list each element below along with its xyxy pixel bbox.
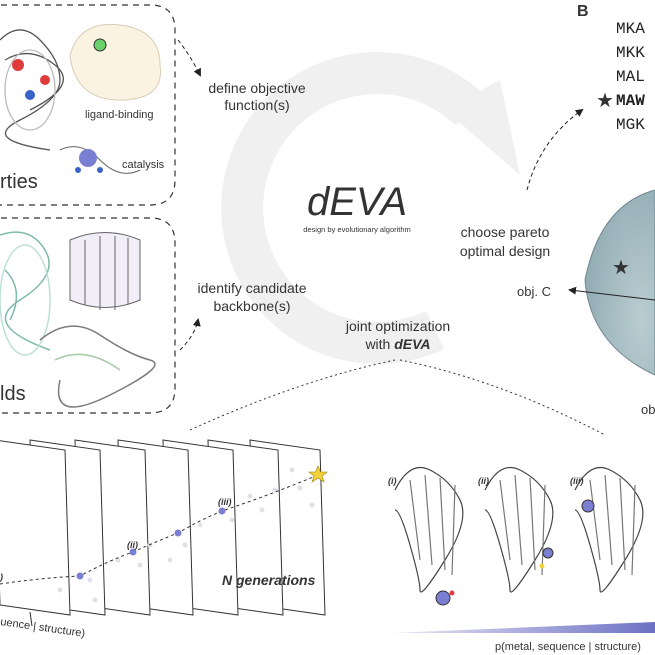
structure-iii: [574, 466, 644, 593]
identify-arrow: [179, 318, 201, 351]
sequence-4-selected: MAW: [616, 92, 645, 110]
identify-label-2: backbone(s): [213, 298, 290, 314]
generation-marker-ii: (ii): [127, 540, 138, 550]
center-title: dEVA: [307, 180, 407, 224]
define-label-2: function(s): [224, 97, 289, 113]
identify-label-1: identify candidate: [198, 280, 307, 296]
optimization-trajectory: [0, 474, 319, 585]
zoom-line-left: [189, 359, 396, 431]
ligand-site-red-2: [40, 75, 50, 85]
zoom-line-right: [399, 359, 606, 436]
sequence-2: MKK: [616, 44, 645, 62]
structure-ii-label: (ii): [478, 476, 489, 486]
define-label-1: define objective: [208, 80, 306, 96]
trajectory-points: [76, 507, 226, 580]
choose-arrow: [526, 108, 584, 191]
scaffold-ribbon-2: [39, 325, 156, 408]
n-generations-label: N generations: [222, 572, 316, 588]
choose-label-1: choose pareto: [461, 224, 550, 240]
ligand-site-red: [12, 59, 24, 71]
pareto-star-icon: ★: [612, 257, 630, 279]
residue-i: [449, 590, 455, 596]
scaffold-ribbon-1: [0, 231, 51, 356]
scaffold-barrel: [69, 232, 141, 310]
metal-site-ii: [542, 547, 554, 559]
obj-b-label: ob: [641, 402, 655, 417]
cycle-arrow: [221, 52, 520, 364]
structure-iii-label: (iii): [570, 476, 584, 486]
center-subtitle: design by evolutionary algorithm: [303, 225, 411, 234]
sequence-3: MAL: [616, 68, 645, 86]
obj-c-axis: [568, 286, 655, 301]
probability-wedge: [392, 622, 655, 633]
catalysis-site: [59, 146, 141, 174]
joint-label-1: joint optimization: [345, 318, 450, 334]
structure-ii: [484, 466, 554, 593]
residue-ii: [539, 563, 545, 569]
ligand-binding-label: ligand-binding: [85, 109, 154, 121]
best-design-star-icon: [308, 465, 328, 483]
properties-box: ligand-binding catalysis rties: [0, 4, 176, 206]
generation-stack: [0, 439, 326, 616]
structure-i: [394, 466, 464, 593]
scaffolds-title: lds: [0, 383, 26, 405]
ligand-site-blue: [25, 90, 35, 100]
probability-axis-label: p(metal, sequence | structure): [495, 641, 641, 653]
metal-site-i: [435, 590, 451, 606]
properties-title: rties: [0, 171, 38, 193]
define-arrow: [177, 39, 201, 77]
sequence-5: MGK: [616, 116, 645, 134]
generation-axis-tick: [29, 611, 33, 627]
pareto-surface: [584, 189, 655, 376]
protein-ribbon-1: [0, 29, 64, 151]
metal-site-iii: [581, 499, 595, 513]
protein-surface: [69, 23, 161, 101]
scaffolds-box: lds: [0, 217, 176, 414]
generation-marker-i: ): [0, 572, 3, 582]
choose-label-2: optimal design: [460, 243, 550, 259]
joint-label-2: with dEVA: [364, 336, 430, 352]
selected-sequence-star-icon: ★: [596, 90, 614, 112]
panel-b-letter: B: [577, 3, 589, 20]
structure-i-label: (i): [388, 476, 397, 486]
generation-axis-label: uence | structure): [0, 616, 86, 640]
sequence-1: MKA: [616, 20, 645, 38]
ligand-pocket-icon: [93, 38, 107, 52]
catalysis-label: catalysis: [122, 159, 165, 171]
generation-marker-iii: (iii): [218, 497, 232, 507]
obj-c-label: obj. C: [517, 284, 551, 299]
